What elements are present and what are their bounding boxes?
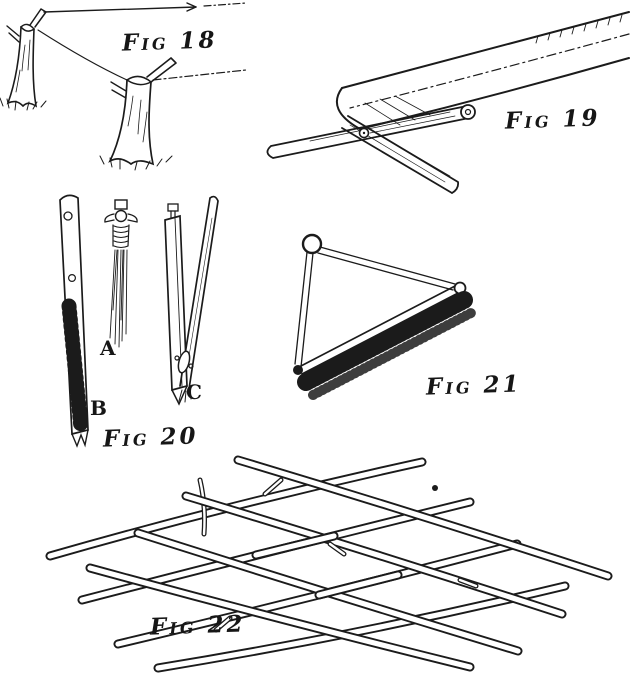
left-stake [0,8,47,111]
crossed-legs [266,104,476,194]
fig20-part-a-label: A [100,336,116,360]
fig20-part-c-label: C [186,380,202,404]
fig20-part-b-label: B [90,396,107,420]
right-stake [99,57,177,171]
ink-dot [432,485,438,491]
lattice-set-rising [45,457,570,673]
part-b-notched-slat [59,194,89,448]
lattice-set-falling [85,455,613,672]
branch-stubs [213,477,479,633]
fig22-drawing [45,455,613,673]
hanging-ring [301,233,323,255]
fig19-label: Fig 19 [504,104,601,135]
part-a-screw-bolt [104,199,138,348]
cord-and-arrow [37,2,247,81]
suspension-ropes [294,246,456,368]
fig18-label: Fig 18 [121,26,218,57]
fig22-label: Fig 22 [149,610,246,641]
woven-band-and-fringe [297,291,476,400]
fig21-label: Fig 21 [425,370,522,401]
fig20-label: Fig 20 [102,422,199,453]
pivot-knob [460,104,476,120]
fig20-drawing [59,194,219,448]
loose-twig [197,477,207,537]
fig18-drawing [0,2,247,171]
fig21-drawing [293,233,476,400]
fig19-drawing [266,11,630,194]
part-c-braced-post [164,195,219,406]
weave-overlaps [251,531,403,600]
